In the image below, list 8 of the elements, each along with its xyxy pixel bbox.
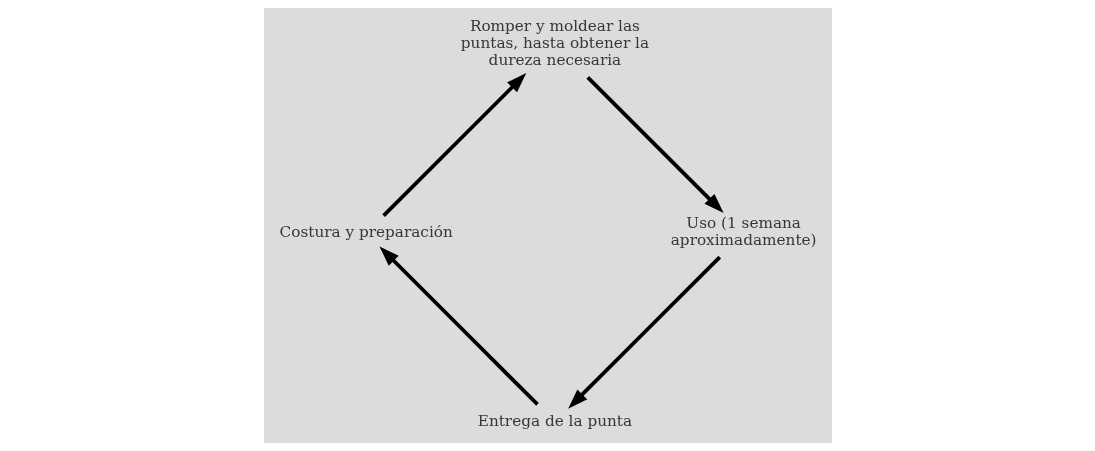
arrow — [379, 246, 539, 406]
node-text: Costura y preparación — [279, 222, 453, 241]
arrow — [381, 73, 526, 218]
arrow — [567, 255, 721, 409]
arrow — [585, 75, 724, 214]
node-text: Romper y moldear las puntas, hasta obtener la dureza necesaria — [460, 16, 649, 70]
node-text: Entrega de la punta — [477, 411, 632, 430]
node-text: Uso (1 semana aproximadamente) — [670, 214, 817, 250]
